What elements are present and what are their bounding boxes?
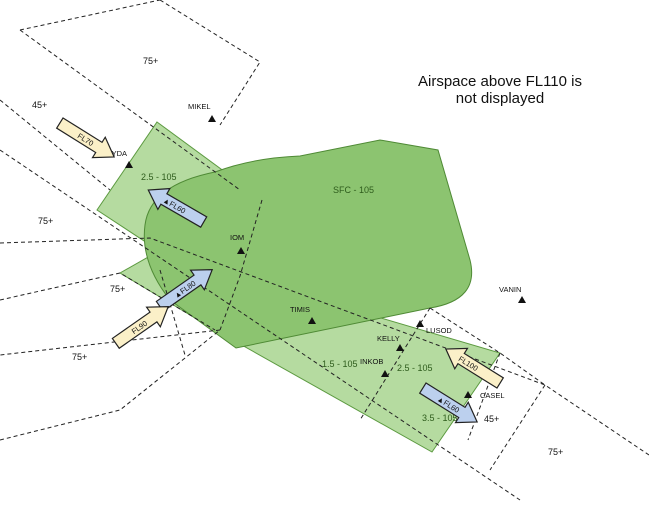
sector-level-label: 75+ xyxy=(38,216,53,226)
arrow-shape-icon xyxy=(55,117,116,159)
waypoint-label: SLYDA xyxy=(103,149,127,158)
waypoint-triangle-icon xyxy=(125,161,133,168)
zone-altitude-label: 3.5 - 105 xyxy=(422,413,458,423)
sector-level-label: 45+ xyxy=(484,414,499,424)
map-note-line-1: Airspace above FL110 is xyxy=(418,73,582,90)
arrow-shape-icon xyxy=(155,269,214,313)
waypoint-label: VANIN xyxy=(499,285,521,294)
zone-altitude-label: 2.5 - 105 xyxy=(141,172,177,182)
arrow-shape-icon xyxy=(111,306,170,350)
waypoint-label: INKOB xyxy=(360,357,383,366)
arrow-shape-icon xyxy=(147,187,208,229)
sector-level-label: 75+ xyxy=(110,284,125,294)
waypoint-kelly: KELLY xyxy=(377,334,404,351)
zone-altitude-label: 2.5 - 105 xyxy=(397,363,433,373)
waypoint-label: CASEL xyxy=(480,391,505,400)
zone-altitude-label: 1.5 - 105 xyxy=(322,359,358,369)
arrow-fl70: FL70 xyxy=(55,117,116,159)
waypoint-triangle-icon xyxy=(416,320,424,327)
waypoint-label: LUSOD xyxy=(426,326,452,335)
waypoint-lusod: LUSOD xyxy=(416,320,452,335)
sector-level-label: 45+ xyxy=(32,100,47,110)
waypoint-vanin: VANIN xyxy=(499,285,526,303)
zone-altitude-label: SFC - 105 xyxy=(333,185,374,195)
waypoint-label: IOM xyxy=(230,233,244,242)
waypoint-triangle-icon xyxy=(208,115,216,122)
waypoint-triangle-icon xyxy=(237,247,245,254)
waypoint-label: MIKEL xyxy=(188,102,211,111)
waypoint-label: KELLY xyxy=(377,334,400,343)
waypoint-slyda: SLYDA xyxy=(103,149,133,168)
sector-level-label: 75+ xyxy=(72,352,87,362)
waypoint-inkob: INKOB xyxy=(360,357,389,377)
arrow-shape-icon xyxy=(418,382,479,424)
waypoint-triangle-icon xyxy=(396,344,404,351)
waypoint-triangle-icon xyxy=(381,370,389,377)
waypoint-timis: TIMIS xyxy=(290,305,316,324)
waypoint-iom: IOM xyxy=(230,233,245,254)
waypoint-casel: CASEL xyxy=(464,391,505,400)
sector-level-label: 75+ xyxy=(143,56,158,66)
waypoint-label: TIMIS xyxy=(290,305,310,314)
map-note-line-2: not displayed xyxy=(455,90,545,107)
waypoint-mikel: MIKEL xyxy=(188,102,216,122)
waypoint-triangle-icon xyxy=(518,296,526,303)
sector-level-label: 75+ xyxy=(548,447,563,457)
arrow-shape-icon xyxy=(444,347,505,389)
waypoint-triangle-icon xyxy=(464,391,472,398)
waypoint-triangle-icon xyxy=(308,317,316,324)
map-note: Airspace above FL110 is not displayed xyxy=(395,73,605,107)
